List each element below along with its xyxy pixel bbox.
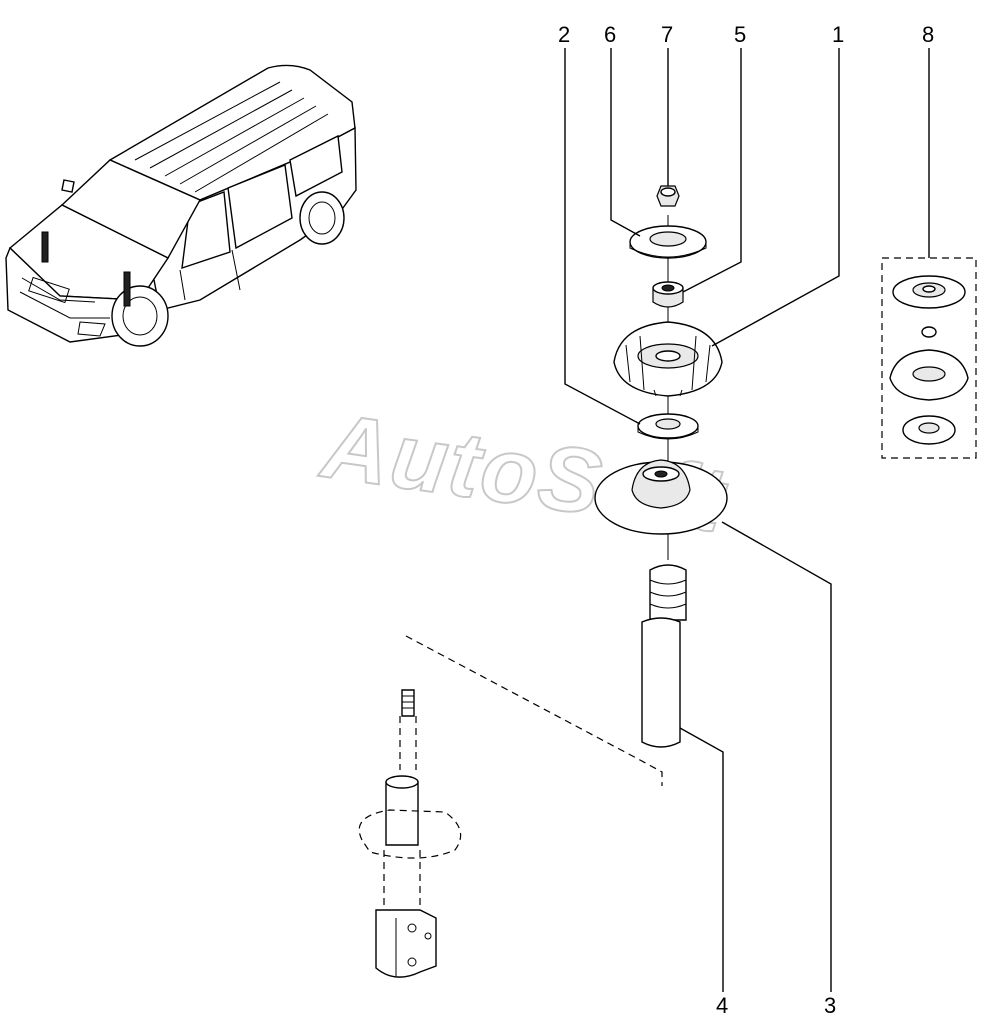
leader-line-1	[711, 48, 840, 347]
callout-3: 3	[824, 993, 836, 1018]
kit-box	[881, 257, 977, 459]
callout-7: 7	[661, 22, 673, 47]
callout-1: 1	[832, 22, 844, 47]
car-illustration	[5, 64, 357, 347]
strut-assembly	[358, 689, 462, 978]
bump-stop-part	[641, 564, 687, 748]
washer-part	[629, 225, 707, 259]
callout-labels: 2 6 7 5 1 8 4 3	[558, 22, 934, 1018]
spring-seat-part	[594, 459, 728, 535]
leader-line-2	[564, 48, 641, 425]
callout-6: 6	[604, 22, 616, 47]
leader-lines	[564, 48, 930, 992]
nut-part	[656, 185, 680, 207]
assembly-guide-line	[405, 635, 663, 786]
support-mount-part	[613, 321, 723, 397]
spacer-washer-part	[637, 413, 699, 440]
leader-line-5	[682, 48, 742, 293]
bushing-part	[652, 281, 684, 308]
leader-line-3	[721, 521, 832, 992]
strut-mount-stack	[594, 185, 728, 748]
callout-5: 5	[734, 22, 746, 47]
callout-8: 8	[922, 22, 934, 47]
leader-line-6	[610, 48, 641, 237]
callout-2: 2	[558, 22, 570, 47]
callout-4: 4	[716, 993, 728, 1018]
leader-line-4	[679, 727, 724, 992]
